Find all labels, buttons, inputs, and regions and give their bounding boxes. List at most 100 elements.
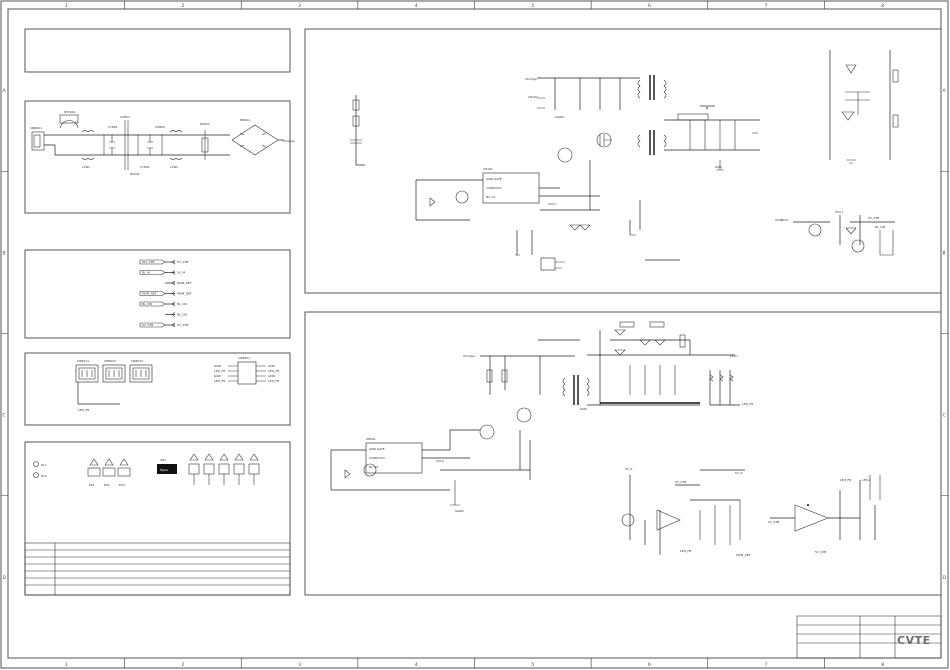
bottom-zone-1: 1 xyxy=(65,662,68,668)
hole-2-label: HL2 xyxy=(41,474,47,478)
shield-block xyxy=(157,464,177,474)
bottom_flyback-net-5: LED_FB xyxy=(742,402,753,406)
conn-pin-left-1: LED_FB xyxy=(214,369,225,373)
heatsink-label-1: ES2 xyxy=(104,483,110,487)
top-zone-2: 2 xyxy=(181,3,184,9)
bottom_flyback-net-2: SGND xyxy=(455,509,464,513)
input-label-0: NTC601 xyxy=(64,110,76,114)
net-label-right-1: 5V_M xyxy=(177,271,185,275)
net-label-right-2: PWM_REF xyxy=(177,281,192,285)
bottom_flyback-net-0: Vbridge xyxy=(463,354,475,358)
left-zone-1: B xyxy=(3,250,6,256)
top_flyback-pin-0: GND GATE xyxy=(486,177,502,181)
dimming-net-2: 5V_STB xyxy=(815,550,826,554)
bottom-zone-3: 3 xyxy=(298,662,301,668)
net-label-right-6: 5V_STB xyxy=(177,323,188,327)
net-label-left-0: DIS_STB xyxy=(142,260,154,264)
top-zone-7: 7 xyxy=(765,3,768,9)
ic-name-top: U8101 xyxy=(483,167,493,171)
conn-pin-right-1: LED_FB xyxy=(268,369,279,373)
net-labels-section: DIS_STB 5V_STB BL_M 5V_M PWM_REF PWM_REF PWM_R… xyxy=(24,249,291,339)
bottom-zone-7: 7 xyxy=(765,662,768,668)
left-zone-3: D xyxy=(3,575,7,581)
input-label-8: CX802 xyxy=(155,125,165,129)
top-zone-5: 5 xyxy=(531,3,534,9)
bottom-zone-4: 4 xyxy=(415,662,418,668)
net-label-left-3: PWM_REF xyxy=(142,292,157,296)
bottom_flyback-pin-0: GND GATE xyxy=(369,447,385,451)
top_flyback-net-6: VCC2 xyxy=(780,218,788,222)
conn-pin-right-2: GND xyxy=(268,374,276,378)
bottom_flyback-net-1: VCC1 xyxy=(436,459,444,463)
top-zone-4: 4 xyxy=(415,3,418,9)
input-label-4: CX801 xyxy=(120,115,130,119)
bottom_flyback-net-4: LED+ xyxy=(730,354,739,358)
bottom-zone-5: 5 xyxy=(531,662,534,668)
net-label-left-4: BL_ON xyxy=(142,302,152,306)
top_flyback-net-1: CR101 xyxy=(528,95,538,99)
bottom_flyback-pin-1: COMP/VCC xyxy=(369,456,385,460)
standby-net-1: VCC1 xyxy=(835,210,843,214)
right-zone-0: A xyxy=(943,88,947,94)
standby-net-0: VCC2 xyxy=(775,218,783,222)
connector-label-0: CN8021 xyxy=(77,359,89,363)
top-zone-1: 1 xyxy=(65,3,68,9)
top_flyback-net-3: GND xyxy=(715,165,723,169)
conn-pin-right-3: LED_FB xyxy=(268,379,279,383)
connector-label-2: CN8023 xyxy=(131,359,143,363)
bottom-zone-2: 2 xyxy=(181,662,184,668)
input-label-6: CY802 xyxy=(140,165,150,169)
top_flyback-net-4: 12V xyxy=(752,131,759,135)
right-zone-3: D xyxy=(943,575,947,581)
cvte-logo: CVTE xyxy=(897,634,931,647)
top-zone-8: 8 xyxy=(881,3,884,9)
input-label-3: CY801 xyxy=(108,125,118,129)
hole-1-label: HL1 xyxy=(41,463,47,467)
conn-pin-left-0: GND xyxy=(214,364,222,368)
bottom-zone-6: 6 xyxy=(648,662,651,668)
right-zone-2: C xyxy=(943,413,946,419)
net-label-left-1: BL_M xyxy=(142,271,150,275)
bottom_flyback-pin-2: NC CS xyxy=(369,465,378,469)
top_flyback-pin-1: COMP/VCC xyxy=(486,186,502,190)
left-zone-2: C xyxy=(3,413,6,419)
heatsink-label-0: ES1 xyxy=(89,483,95,487)
conn-pin-right-0: GND xyxy=(268,364,276,368)
conn-pin-left-3: LED_FB xyxy=(214,379,225,383)
top_flyback-net-5: VCC1 xyxy=(548,202,556,206)
controller-ic-bottom xyxy=(365,442,423,474)
standby-net-2: 5V_STB xyxy=(868,216,879,220)
inner-border xyxy=(7,8,942,659)
net-label-right-0: 5V_STB xyxy=(177,260,188,264)
input-label-9: RV602 xyxy=(200,122,210,126)
backlight_ctl-net-1: 5V_STB xyxy=(675,480,686,484)
bottom-zone-8: 8 xyxy=(881,662,884,668)
bottom-flyback-section: U8501 GND GATE COMP/VCC NC CS xyxy=(304,311,942,596)
dimming-net-0: LED_FB xyxy=(840,478,851,482)
dimming-net-1: LED+ xyxy=(862,478,871,482)
notes-box xyxy=(24,28,291,73)
net-label-right-3: PWM_REF xyxy=(177,292,192,296)
bridge-label: BD601 xyxy=(240,118,250,122)
left-zone-0: A xyxy=(3,88,7,94)
bottom_flyback-net-3: GND xyxy=(580,407,588,411)
title-block: CVTE xyxy=(796,615,942,659)
led-fb-label: LED_FB xyxy=(78,408,89,412)
shield-label: SH1 xyxy=(160,458,166,462)
ic-name-bottom: U8501 xyxy=(366,437,376,441)
net-label-right-5: BL_ON xyxy=(177,313,187,317)
standby-net-3: BL_ON xyxy=(875,225,885,229)
top_flyback-net-0: Vbridge xyxy=(525,77,537,81)
shield-text: Mylar xyxy=(160,468,169,472)
top-zone-6: 6 xyxy=(648,3,651,9)
top_flyback-net-2: SGND xyxy=(555,115,564,119)
net-label-right-4: BL_ON xyxy=(177,302,187,306)
